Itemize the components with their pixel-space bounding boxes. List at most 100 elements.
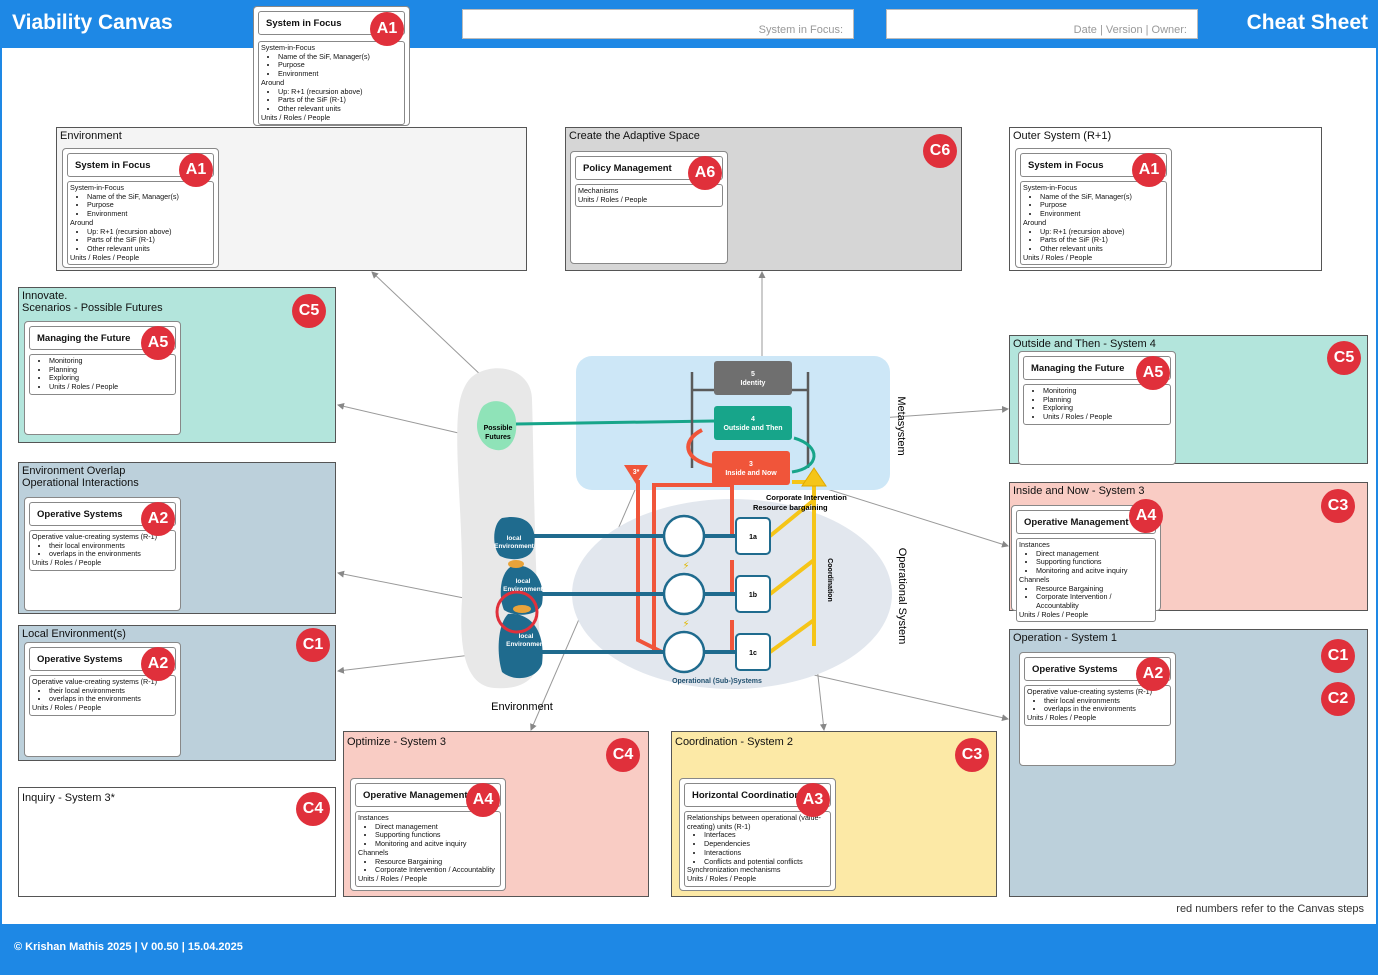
card-line: System-in-Focus <box>261 43 315 52</box>
footnote: red numbers refer to the Canvas steps <box>1176 903 1364 915</box>
card-list: their local environmentsoverlaps in the … <box>49 686 173 704</box>
system-4-box[interactable] <box>714 406 792 440</box>
step-badge: A1 <box>1132 153 1166 187</box>
system-in-focus-placeholder: System in Focus: <box>758 24 843 36</box>
sif-card[interactable]: System in Focus System-in-FocusName of t… <box>62 148 219 268</box>
futures-label: Futures <box>485 434 511 441</box>
card-bullet: their local environments <box>49 541 173 551</box>
card-body: InstancesDirect managementSupporting fun… <box>1016 538 1156 623</box>
overlap-highlight-circle <box>495 590 539 634</box>
top-sif-card[interactable]: System in Focus System-in-FocusName of t… <box>253 6 410 126</box>
card-list: their local environmentsoverlaps in the … <box>49 541 173 559</box>
card-bullet: Parts of the SiF (R-1) <box>87 236 211 245</box>
card-line: Around <box>1023 217 1047 227</box>
management-unit-box[interactable] <box>735 517 771 555</box>
zone-adaptive-space[interactable]: Create the Adaptive Space C6 Policy Mana… <box>565 127 962 271</box>
zone-label: Environment <box>60 130 122 142</box>
resource-bargaining-label: Resource bargaining <box>753 503 828 512</box>
date-version-owner-field[interactable]: Date | Version | Owner: <box>886 9 1198 39</box>
step-badge: C1 <box>296 628 330 662</box>
step-badge: C6 <box>923 134 957 168</box>
step-badge: A2 <box>141 502 175 536</box>
overlap-marker <box>513 605 531 613</box>
zone-inquiry[interactable]: Inquiry - System 3* C4 <box>18 787 336 897</box>
zone-coordination[interactable]: Coordination - System 2 C3 Horizontal Co… <box>671 731 997 897</box>
card-list: InterfacesDependenciesInteractionsConfli… <box>704 831 828 866</box>
card-line: Instances <box>358 813 389 822</box>
operative-mgmt-card[interactable]: Operative Management InstancesDirect man… <box>1011 499 1163 623</box>
card-line: Units / Roles / People <box>1019 609 1089 619</box>
zone-label: Innovate. Scenarios - Possible Futures <box>22 290 163 314</box>
card-line: Operative value-creating systems (R-1) <box>32 677 158 686</box>
card-bullet: Name of the SiF, Manager(s) <box>278 52 402 62</box>
environment-label: Environment <box>491 701 553 713</box>
card-bullet: Other relevant units <box>278 104 402 114</box>
card-bullet: Parts of the SiF (R-1) <box>1040 236 1164 245</box>
operative-mgmt-card[interactable]: Operative Management InstancesDirect man… <box>350 778 506 891</box>
coordination-label: Coordination <box>826 558 833 602</box>
step-badge: A4 <box>466 783 500 817</box>
card-line: Channels <box>1019 574 1050 584</box>
system-in-focus-field[interactable]: System in Focus: <box>462 9 854 39</box>
zone-label: Outside and Then - System 4 <box>1013 338 1156 350</box>
card-list: their local environmentsoverlaps in the … <box>1044 696 1168 714</box>
operation-circle[interactable] <box>662 572 706 616</box>
operation-circle[interactable] <box>662 514 706 558</box>
zone-environment-overlap[interactable]: Environment Overlap Operational Interact… <box>18 462 336 614</box>
zone-local-environments[interactable]: Local Environment(s) C1 Operative System… <box>18 625 336 761</box>
zone-operation[interactable]: Operation - System 1 C1 C2 Operative Sys… <box>1009 629 1368 897</box>
coordination-card[interactable]: Horizontal Coordination Relationships be… <box>679 778 836 891</box>
s5-number: 5 <box>751 371 755 378</box>
zone-optimize[interactable]: Optimize - System 3 C4 Operative Managem… <box>343 731 649 897</box>
lightning-icon: ⚡ <box>682 561 689 572</box>
system-3-box[interactable] <box>712 451 790 485</box>
sif-card[interactable]: System in Focus System-in-FocusName of t… <box>1015 148 1172 268</box>
card-bullet: Monitoring <box>1043 386 1168 396</box>
coordination-channels <box>768 480 816 654</box>
zone-outer-system[interactable]: Outer System (R+1) System in Focus Syste… <box>1009 127 1322 271</box>
future-card[interactable]: Managing the Future MonitoringPlanningEx… <box>1018 351 1176 465</box>
zone-environment[interactable]: Environment System in Focus System-in-Fo… <box>56 127 527 271</box>
operative-card[interactable]: Operative Systems Operative value-creati… <box>24 497 181 611</box>
unit-label: 1b <box>749 592 757 599</box>
zone-inside-and-now[interactable]: Inside and Now - System 3 C3 Operative M… <box>1009 482 1368 623</box>
s4-s3-loop <box>791 436 816 474</box>
card-bullet: Corporate Intervention / Accountablity <box>375 866 498 875</box>
card-bullet: Name of the SiF, Manager(s) <box>87 192 211 202</box>
lightning-icon: ⚡ <box>682 619 689 630</box>
local-env-label: local <box>516 578 531 585</box>
card-line: Operative value-creating systems (R-1) <box>1027 687 1153 696</box>
card-body: MonitoringPlanningExploringUnits / Roles… <box>1023 384 1171 425</box>
card-line: Units / Roles / People <box>687 873 757 883</box>
system-5-box[interactable] <box>714 361 792 395</box>
zone-label: Create the Adaptive Space <box>569 130 700 142</box>
step-badge: A3 <box>796 783 830 817</box>
management-unit-box[interactable] <box>735 575 771 613</box>
future-card[interactable]: Managing the Future MonitoringPlanningEx… <box>24 321 181 435</box>
card-line: Mechanisms <box>578 186 619 195</box>
card-line: Instances <box>1019 540 1050 549</box>
zone-innovate[interactable]: Innovate. Scenarios - Possible Futures C… <box>18 287 336 443</box>
step-badge: A6 <box>688 156 722 190</box>
zone-label: Optimize - System 3 <box>347 736 447 748</box>
operative-card[interactable]: Operative Systems Operative value-creati… <box>1019 652 1176 766</box>
operation-circle[interactable] <box>662 630 706 674</box>
s3-number: 3 <box>749 461 753 468</box>
card-bullet: Supporting functions <box>1036 558 1153 567</box>
card-line: Units / Roles / People <box>70 252 140 262</box>
card-body: Operative value-creating systems (R-1)th… <box>29 675 176 716</box>
zone-outside-and-then[interactable]: Outside and Then - System 4 C5 Managing … <box>1009 335 1368 465</box>
card-bullet: Resource Bargaining <box>375 857 498 867</box>
local-env-label-2: Environment <box>494 543 535 550</box>
management-unit-box[interactable] <box>735 633 771 671</box>
operative-card[interactable]: Operative Systems Operative value-creati… <box>24 642 181 757</box>
step-badge: A5 <box>141 326 175 360</box>
step-badge: C4 <box>606 738 640 772</box>
step-badge: C4 <box>296 792 330 826</box>
card-bullet: Planning <box>49 365 173 375</box>
step-badge: A2 <box>1136 657 1170 691</box>
card-bullet: Exploring <box>1043 404 1168 413</box>
zone-label: Inside and Now - System 3 <box>1013 485 1145 497</box>
